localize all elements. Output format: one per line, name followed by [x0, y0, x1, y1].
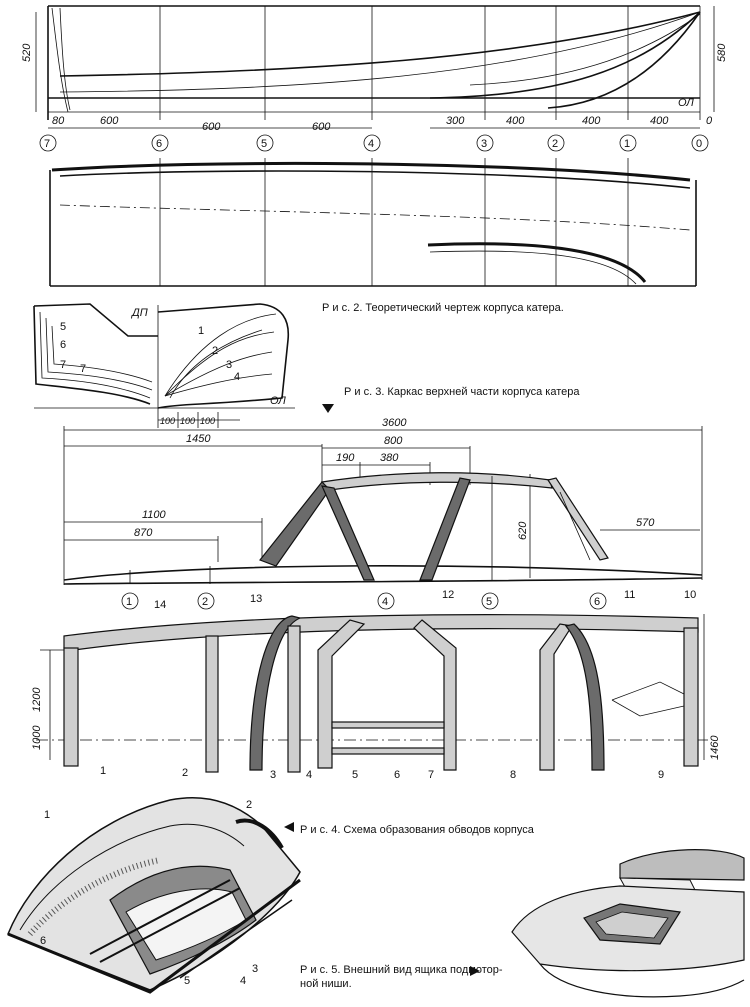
persp-label-3: 3 [252, 963, 258, 975]
station-3: 3 [481, 138, 487, 150]
persp-label-1: 1 [44, 809, 50, 821]
station-0: 0 [696, 138, 702, 150]
fig3-label-11: 11 [624, 589, 635, 601]
fig4-bottom-4: 4 [306, 769, 312, 781]
persp-label-4: 4 [240, 975, 246, 987]
persp-label-2: 2 [246, 799, 252, 811]
lines-drawing-plan [49, 158, 697, 287]
fig3-station-1: 1 [126, 596, 132, 608]
station-4: 4 [368, 138, 374, 150]
zero-label: 0 [706, 115, 713, 127]
fig4-bottom-8: 8 [510, 769, 516, 781]
motor-well-box [511, 849, 745, 998]
dim-570: 570 [636, 517, 655, 529]
dim-1200: 1200 [31, 687, 43, 712]
dim-1460: 1460 [709, 735, 721, 760]
dim-1000: 1000 [31, 725, 43, 750]
dim-620: 620 [517, 521, 529, 540]
fig3-caption: Р и с. 3. Каркас верхней части корпуса к… [344, 386, 580, 398]
fig3-station-5: 5 [486, 596, 492, 608]
fig3-station-2: 2 [202, 596, 208, 608]
hull-perspective-view [7, 796, 301, 994]
dim-190: 190 [336, 452, 355, 464]
station-5: 5 [261, 138, 267, 150]
fig4-bottom-3: 3 [270, 769, 276, 781]
fig4-caption-arrow [284, 822, 294, 832]
body-plan-right-1: 1 [198, 325, 204, 337]
body-plan-dp: ДП [130, 307, 148, 319]
fig4-bottom-2: 2 [182, 767, 188, 779]
dim-380: 380 [380, 452, 399, 464]
fig3-station-4: 4 [382, 596, 388, 608]
body-plan-left-7a: 7 [60, 359, 66, 371]
station-1: 1 [624, 138, 630, 150]
body-plan-right-2: 2 [212, 345, 218, 357]
dim-800: 800 [384, 435, 403, 447]
body-plan-left-5: 5 [60, 321, 66, 333]
spacing-400-b: 400 [582, 115, 601, 127]
body-plan-right-3: 3 [226, 359, 232, 371]
spacing-600-c: 600 [312, 121, 331, 133]
baseline-label: ОЛ [678, 97, 694, 109]
station-6: 6 [156, 138, 162, 150]
dim-870: 870 [134, 527, 153, 539]
dim-520: 520 [21, 43, 33, 62]
fig3-station-6: 6 [594, 596, 600, 608]
fig4-label-10: 10 [684, 589, 696, 601]
persp-label-5: 5 [184, 975, 190, 987]
fig4-bottom-5: 5 [352, 769, 358, 781]
fig4-bottom-9: 9 [658, 769, 664, 781]
body-plan [33, 303, 295, 428]
upper-frame-side [63, 426, 703, 585]
spacing-80: 80 [52, 115, 65, 127]
station-2: 2 [552, 138, 558, 150]
fig5-caption-line2: ной ниши. [300, 978, 352, 990]
fig4-bottom-7: 7 [428, 769, 434, 781]
station-circles-fig3 [121, 592, 607, 610]
fig4-label-14: 14 [154, 599, 166, 611]
dim-1100: 1100 [142, 509, 167, 521]
body-plan-spacing-b: 100 [180, 416, 195, 426]
fig4-label-13: 13 [250, 593, 262, 605]
fig5-caption-line1: Р и с. 5. Внешний вид ящика подмотор- [300, 964, 503, 976]
spacing-300: 300 [446, 115, 465, 127]
fig2-caption: Р и с. 2. Теоретический чертеж корпуса к… [322, 302, 564, 314]
body-plan-spacing-a: 100 [160, 416, 175, 426]
frames-scheme [36, 614, 712, 773]
fig4-bottom-1: 1 [100, 765, 106, 777]
persp-label-6: 6 [40, 935, 46, 947]
body-plan-left-7b: 7 [80, 363, 86, 375]
body-plan-spacing-c: 100 [200, 416, 215, 426]
fig3-marker-triangle [322, 404, 334, 413]
station-7: 7 [44, 138, 50, 150]
body-plan-ol: ОЛ [270, 395, 286, 407]
spacing-400-a: 400 [506, 115, 525, 127]
spacing-600-b: 600 [202, 121, 221, 133]
body-plan-right-4: 4 [234, 371, 240, 383]
spacing-400-c: 400 [650, 115, 669, 127]
spacing-600-a: 600 [100, 115, 119, 127]
dim-580: 580 [716, 43, 728, 62]
body-plan-left-6: 6 [60, 339, 66, 351]
dim-3600: 3600 [382, 417, 407, 429]
dim-1450: 1450 [186, 433, 211, 445]
fig5-caption-arrow [470, 966, 480, 976]
fig4-bottom-6: 6 [394, 769, 400, 781]
fig4-caption: Р и с. 4. Схема образования обводов корп… [300, 824, 534, 836]
fig3-label-12: 12 [442, 589, 454, 601]
lines-drawing-profile [35, 5, 715, 120]
station-circles-fig2 [39, 134, 709, 152]
